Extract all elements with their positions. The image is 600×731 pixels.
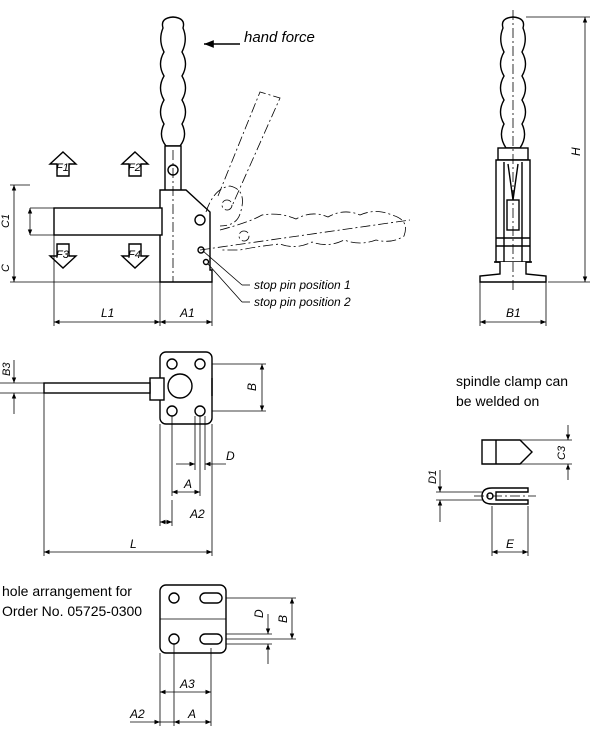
- spindle-fork: [481, 487, 529, 505]
- slot-top: [199, 592, 223, 604]
- force-F4: F4: [128, 249, 141, 261]
- dim-A2: A2: [189, 507, 205, 521]
- hole-note-line1: hole arrangement for: [2, 583, 132, 599]
- dim-E: E: [506, 537, 515, 551]
- spindle-bar: [53, 207, 163, 236]
- hole-arrangement: hole arrangement for Order No. 05725-030…: [2, 583, 296, 726]
- dim-D1: D1: [427, 470, 439, 484]
- dim-hole-A: A: [187, 707, 196, 721]
- force-arrows: F1 F2 F3 F4: [48, 151, 150, 269]
- dim-C3: C3: [556, 445, 568, 460]
- dim-H: H: [569, 147, 583, 156]
- force-F2: F2: [128, 162, 141, 174]
- dim-L: L: [130, 537, 137, 551]
- dim-L1: L1: [101, 306, 114, 320]
- dim-hole-A2: A2: [129, 707, 145, 721]
- dim-B1: B1: [506, 306, 521, 320]
- stop-pin-position-1: stop pin position 1: [254, 278, 351, 292]
- dim-C1: C1: [0, 214, 12, 228]
- dim-A: A: [183, 477, 192, 491]
- top-pivot-hub: [167, 373, 193, 399]
- dim-C: C: [0, 264, 12, 272]
- open-position-outline: [199, 91, 411, 251]
- dim-hole-B: B: [276, 615, 290, 623]
- slot-bottom: [199, 633, 223, 645]
- spindle-note-line2: be welded on: [456, 393, 539, 409]
- handle-grip: [159, 16, 187, 147]
- force-F3: F3: [56, 249, 70, 261]
- side-view: H B1: [479, 10, 590, 326]
- top-view: B3 B D A A2 L: [0, 351, 266, 556]
- top-spindle-bar: [43, 382, 151, 394]
- dim-D: D: [226, 449, 235, 463]
- base-bracket: [159, 189, 213, 283]
- stop-pin-2: [202, 258, 210, 266]
- spindle-note-line1: spindle clamp can: [456, 373, 568, 389]
- dim-B3: B3: [1, 362, 13, 376]
- stop-pin-1: [197, 246, 205, 254]
- dim-A1: A1: [179, 306, 195, 320]
- hole-note-line2: Order No. 05725-0300: [2, 603, 142, 619]
- hand-force-label: hand force: [244, 29, 315, 46]
- spindle-clamp-part: [481, 439, 533, 465]
- dim-hole-D: D: [252, 609, 266, 618]
- stop-pin-position-2: stop pin position 2: [254, 295, 351, 309]
- dim-B: B: [245, 383, 259, 391]
- dim-hole-A3: A3: [179, 677, 195, 691]
- front-view: hand force F1 F2: [0, 16, 411, 326]
- pivot-3: [194, 214, 206, 226]
- spindle-clamp-detail: spindle clamp can be welded on C3 D1 E: [427, 373, 572, 556]
- force-F1: F1: [56, 162, 69, 174]
